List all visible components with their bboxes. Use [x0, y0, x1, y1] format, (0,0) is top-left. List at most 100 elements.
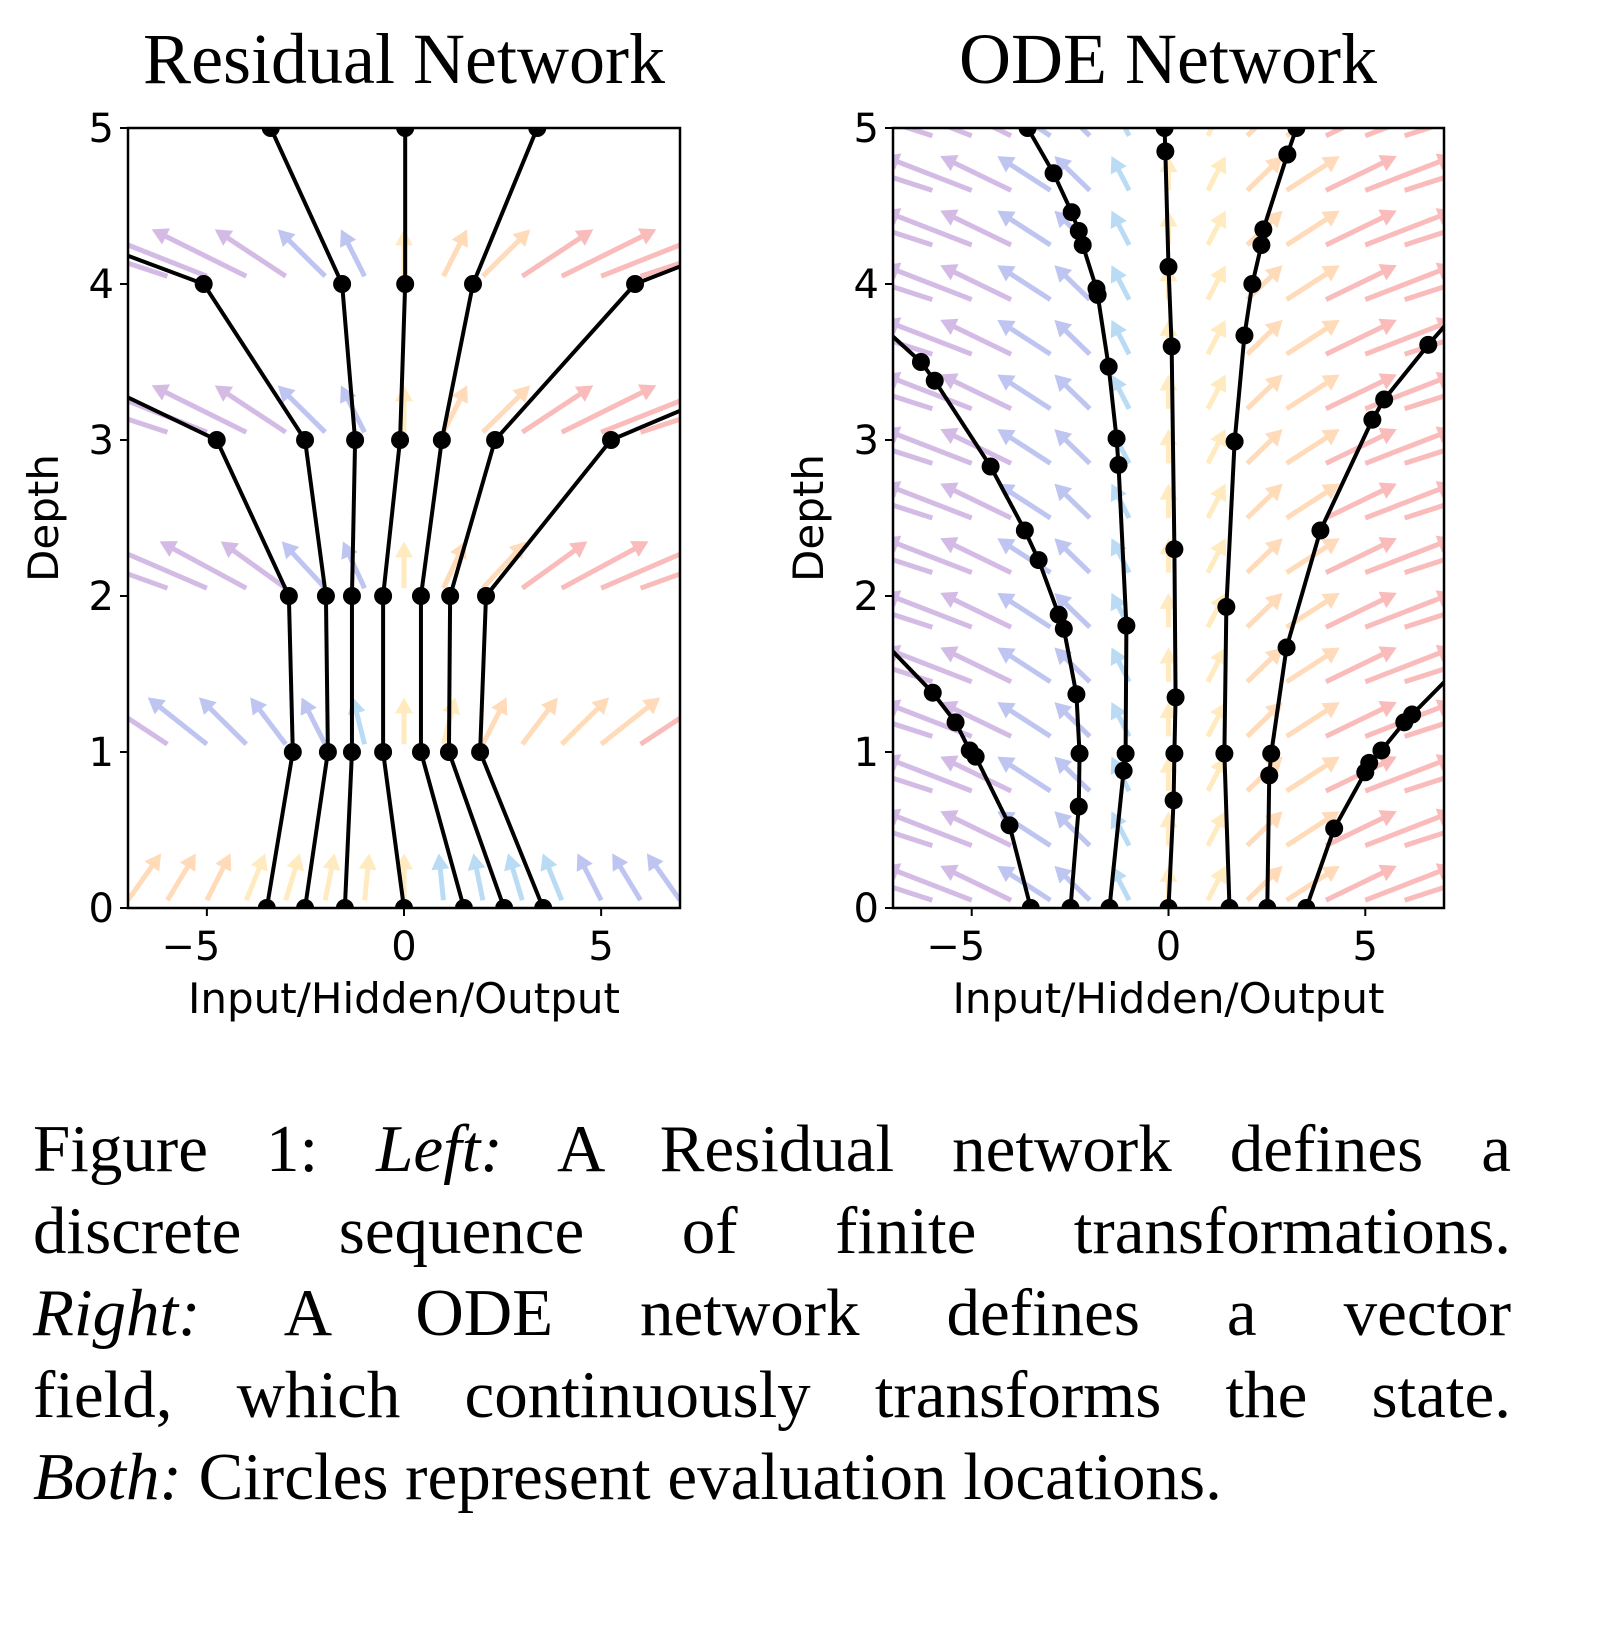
- arrow-head: [1378, 318, 1397, 335]
- arrow-shaft: [947, 321, 1013, 357]
- arrow-shaft: [893, 484, 973, 521]
- vector-arrow: [165, 853, 196, 902]
- evaluation-point: [1235, 326, 1254, 345]
- vector-arrow: [944, 128, 973, 139]
- arrow-shaft: [893, 157, 973, 193]
- arrow-shaft: [1059, 761, 1092, 793]
- vector-arrow: [1054, 265, 1092, 302]
- arrow-head: [1321, 210, 1340, 227]
- arrow-head: [179, 853, 196, 872]
- arrow-head: [1159, 374, 1178, 391]
- x-tick-label: 5: [1353, 924, 1378, 970]
- arrow-head: [638, 228, 657, 245]
- arrow-shaft: [1403, 229, 1444, 248]
- vector-arrow: [893, 175, 934, 193]
- evaluation-point: [911, 353, 930, 371]
- vector-arrow: [340, 385, 367, 434]
- evaluation-point: [207, 431, 226, 449]
- arrow-head: [997, 319, 1016, 337]
- arrow-head: [214, 385, 234, 402]
- evaluation-point: [602, 431, 620, 449]
- arrow-head: [893, 153, 902, 171]
- arrow-head: [431, 853, 450, 871]
- arrow-head: [1378, 482, 1397, 499]
- evaluation-point: [925, 371, 944, 390]
- arrow-head: [1054, 702, 1073, 720]
- vector-arrow: [1443, 788, 1444, 791]
- arrow-head: [1210, 483, 1227, 503]
- arrow-head: [828, 381, 846, 398]
- vector-arrow: [214, 229, 288, 279]
- vector-arrow: [1403, 721, 1444, 739]
- vector-arrow: [1054, 429, 1092, 466]
- arrow-shaft: [560, 231, 649, 279]
- arrow-shaft: [1004, 486, 1052, 521]
- arrow-shaft: [1403, 448, 1444, 466]
- trajectory: [261, 128, 365, 908]
- arrow-head: [769, 206, 787, 223]
- vector-arrow: [1324, 318, 1397, 357]
- vector-arrow: [1122, 128, 1132, 137]
- vector-arrow: [1054, 865, 1092, 902]
- arrow-head: [1264, 429, 1283, 447]
- trajectory: [1155, 128, 1185, 908]
- evaluation-point: [860, 306, 878, 324]
- evaluation-point: [534, 899, 553, 908]
- arrow-head: [997, 538, 1016, 555]
- vector-arrow: [277, 229, 327, 278]
- arrow-shaft: [1364, 484, 1444, 521]
- arrow-head: [997, 429, 1016, 446]
- vector-arrow: [893, 371, 973, 412]
- arrow-head: [1264, 319, 1283, 338]
- vector-arrow: [997, 756, 1052, 794]
- arrow-shaft: [283, 861, 300, 901]
- arrow-shaft: [893, 867, 973, 903]
- vector-arrow: [1364, 481, 1444, 521]
- arrow-shaft: [893, 721, 934, 739]
- arrow-head: [1110, 265, 1127, 284]
- arrow-head: [1435, 208, 1444, 225]
- arrow-head: [893, 754, 902, 771]
- arrow-head: [159, 541, 178, 557]
- vector-arrow: [214, 385, 288, 435]
- vector-arrow: [1364, 644, 1444, 685]
- evaluation-point: [1067, 685, 1086, 704]
- vector-arrow: [893, 187, 894, 191]
- arrow-shaft: [1364, 266, 1444, 302]
- arrow-head: [826, 644, 844, 661]
- arrow-shaft: [1285, 705, 1333, 739]
- vector-arrow: [1285, 374, 1340, 411]
- arrow-head: [1378, 591, 1397, 608]
- vector-arrow: [1245, 865, 1283, 902]
- vector-arrow: [431, 853, 450, 901]
- arrow-shaft: [153, 701, 209, 747]
- x-tick-label: −5: [161, 924, 220, 970]
- evaluation-point: [1311, 521, 1330, 540]
- y-axis-label: Depth: [19, 454, 68, 582]
- vector-arrow: [1403, 448, 1444, 466]
- arrow-shaft: [678, 741, 680, 745]
- arrow-head: [1550, 261, 1568, 278]
- vector-arrow: [480, 697, 508, 746]
- arrow-head: [576, 853, 593, 872]
- arrow-shaft: [893, 229, 934, 248]
- trajectory: [128, 253, 337, 908]
- arrow-shaft: [1403, 284, 1444, 302]
- trajectory-line: [381, 128, 408, 908]
- arrow-shaft: [128, 242, 208, 279]
- vector-arrow: [940, 646, 1013, 685]
- y-tick-label: 2: [89, 574, 114, 620]
- arrow-shaft: [1285, 213, 1333, 248]
- vector-arrow: [1403, 175, 1444, 193]
- evaluation-point: [1021, 899, 1040, 908]
- vector-arrow: [893, 830, 934, 848]
- arrow-shaft: [1059, 488, 1092, 520]
- vector-arrow: [151, 228, 248, 279]
- vector-arrow: [940, 700, 1013, 739]
- vector-arrow: [1110, 374, 1132, 410]
- vector-arrow: [893, 611, 934, 630]
- arrow-shaft: [1245, 706, 1278, 739]
- arrow-shaft: [1403, 502, 1444, 521]
- arrow-shaft: [893, 679, 894, 682]
